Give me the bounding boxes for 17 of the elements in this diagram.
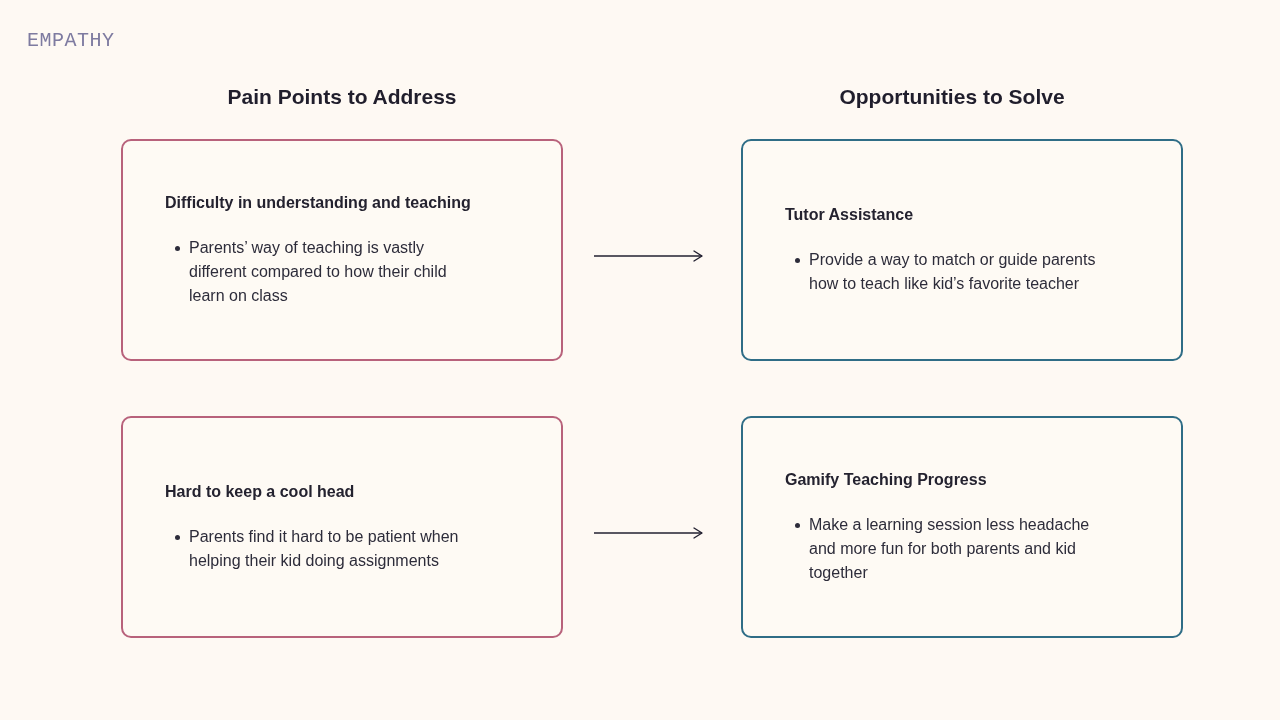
card-heading: Gamify Teaching Progress [785,470,987,490]
card-heading: Hard to keep a cool head [165,482,355,502]
card [121,416,563,638]
card [121,139,563,361]
card-heading: Difficulty in understanding and teaching [165,193,471,213]
card [741,416,1183,638]
column-heading: Pain Points to Address [227,84,457,110]
card-heading: Tutor Assistance [785,205,914,225]
card [741,139,1183,361]
bullet-text: Parents find it hard to be patient when helping their kid doing assignments [189,527,460,571]
arrow [593,527,703,539]
arrow [593,250,703,262]
section-tag: EMPATHY [27,29,115,53]
bullet-text: Provide a way to match or guide parents how to teach like kid’s favorite teacher [809,250,1097,294]
bullet-text: Make a learning session less headache and more fun for both parents and kid together [809,515,1091,583]
column-heading: Opportunities to Solve [839,84,1065,110]
bullet-text: Parents’ way of teaching is vastly different compared to how their child learn on class [189,238,448,306]
